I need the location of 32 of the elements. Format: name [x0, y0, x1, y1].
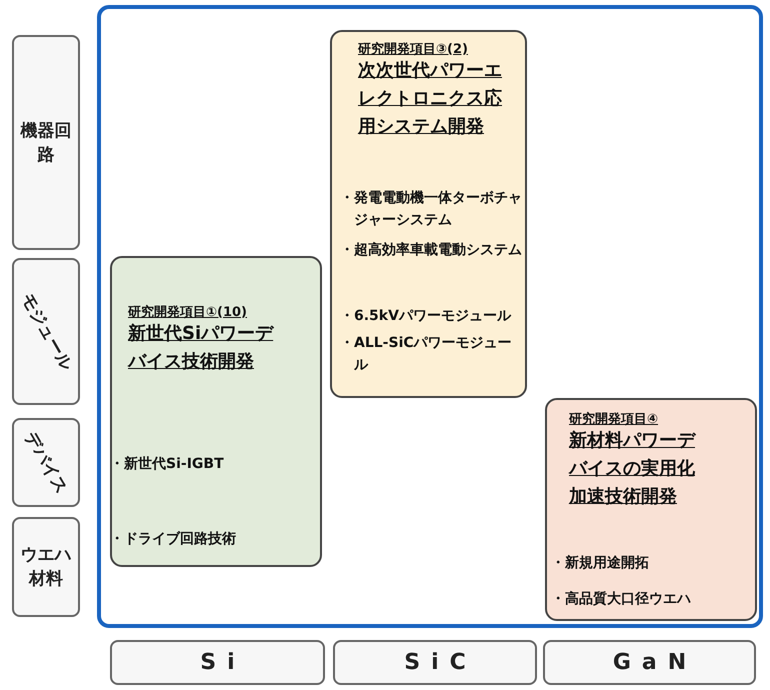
material-label: SiC — [404, 650, 477, 675]
category-box — [12, 418, 80, 507]
project-number: 研究開発項目①(10) — [128, 304, 247, 321]
bullet-item: ・6.5kVパワーモジュール — [340, 307, 512, 326]
project-title: 新世代Siパワーデバイス技術開発 — [128, 322, 275, 374]
material-label: Si — [200, 650, 246, 675]
material-box — [110, 640, 325, 685]
category-box — [12, 35, 80, 250]
bullet-item: ・ドライブ回路技術 — [110, 530, 237, 549]
project-number: 研究開発項目④ — [569, 410, 658, 428]
material-box — [543, 640, 756, 685]
category-box — [12, 517, 80, 617]
category-label: ウエハ材料 — [20, 544, 72, 591]
category-label: モジュール — [15, 288, 77, 374]
project-box — [545, 398, 757, 621]
bullet-item: ・新世代Si-IGBT — [110, 454, 225, 474]
material-label: GaN — [612, 650, 698, 675]
project-number: 研究開発項目③(2) — [358, 40, 468, 58]
project-box — [110, 256, 322, 567]
category-label: デバイス — [19, 427, 73, 498]
bullet-item: ・高品質大口径ウエハ — [551, 590, 692, 609]
bullet-item: ・発電電動機一体ターボチャジャーシステム — [340, 189, 523, 230]
bullet-item: ・新規用途開拓 — [551, 554, 650, 573]
bullet-item: ・超高効率車載電動システム — [340, 240, 523, 260]
material-box — [333, 640, 537, 685]
category-box — [12, 258, 80, 405]
project-box — [330, 30, 527, 398]
outline-frame — [97, 5, 763, 628]
category-label: 機器回路 — [19, 120, 72, 166]
bullet-item: ・ALL-SiCパワーモジュール — [340, 334, 513, 375]
project-title: 次次世代パワーエレクトロニクス応用システム開発 — [358, 59, 503, 139]
project-title: 新材料パワーデバイスの実用化加速技術開発 — [569, 429, 697, 509]
